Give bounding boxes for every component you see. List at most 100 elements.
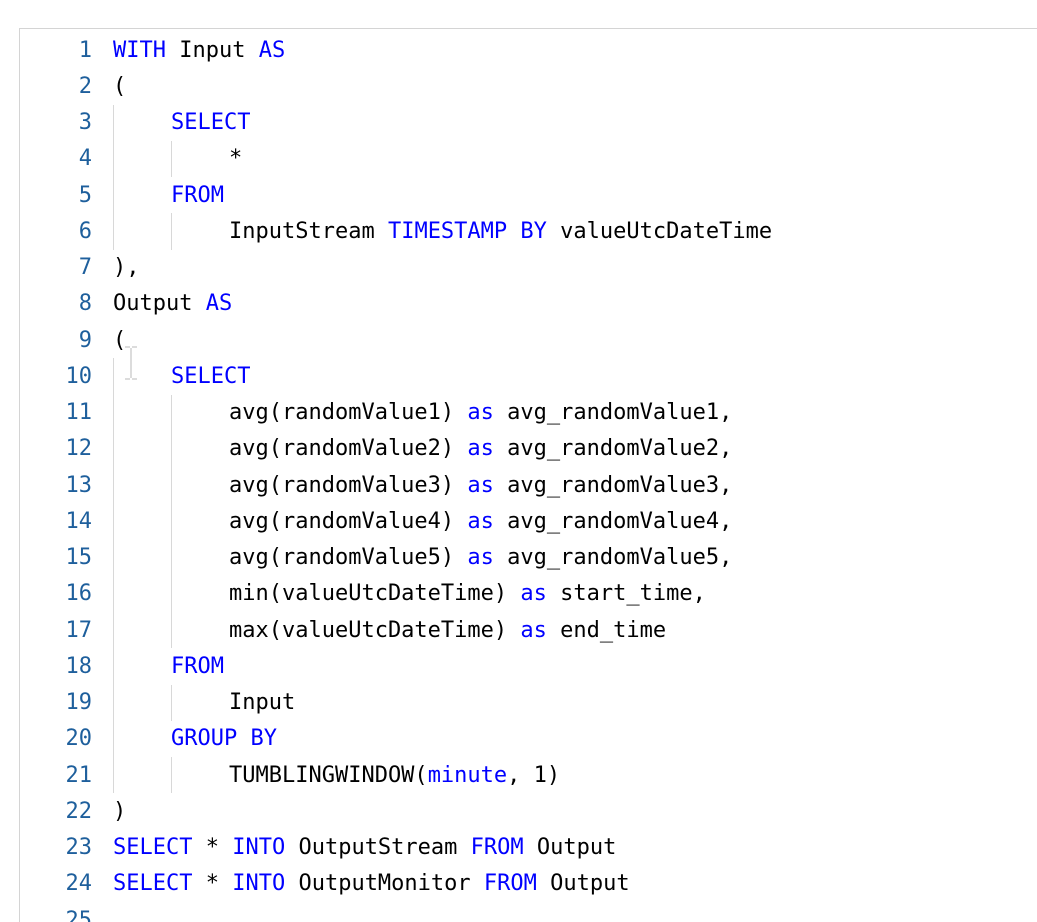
code-token: avg(randomValue5) [229,545,468,571]
line-content[interactable]: Input [113,684,295,721]
line-number: 8 [78,291,92,317]
code-text: SELECT [113,110,250,135]
code-line[interactable]: 25 [20,902,1037,922]
code-line[interactable]: 18 FROM [20,648,1037,684]
line-number: 17 [65,617,93,643]
line-content[interactable]: SELECT * INTO OutputMonitor FROM Output [113,866,630,902]
keyword-token: INTO [232,835,286,861]
keyword-token: BY [250,726,277,752]
code-text: avg(randomValue5) as avg_randomValue5, [113,545,732,570]
line-content[interactable]: avg(randomValue4) as avg_randomValue4, [113,503,732,540]
line-content[interactable]: ), [113,250,140,286]
indent-guide [171,503,172,540]
code-text: ( [113,328,126,353]
line-number: 18 [65,653,93,679]
code-line[interactable]: 1 WITH Input AS [20,32,1037,68]
line-number: 7 [78,255,92,281]
line-content[interactable]: avg(randomValue2) as avg_randomValue2, [113,430,732,467]
code-token: avg_randomValue5, [493,545,733,571]
keyword-token: as [520,581,547,607]
line-content[interactable]: WITH Input AS [113,32,285,68]
line-number: 16 [65,581,93,607]
code-line[interactable]: 23 SELECT * INTO OutputStream FROM Output [20,830,1037,866]
keyword-token: as [467,545,494,571]
code-line[interactable]: 24 SELECT * INTO OutputMonitor FROM Outpu… [20,866,1037,902]
line-content[interactable]: FROM [113,177,224,213]
code-line[interactable]: 4* [20,140,1037,177]
code-line[interactable]: 13 avg(randomValue3) as avg_randomValue3, [20,467,1037,504]
code-line[interactable]: 7), [20,250,1037,286]
line-number: 9 [78,327,92,353]
code-text: Output AS [113,291,232,316]
line-content[interactable]: Output AS [113,286,232,322]
indent-guide [171,539,172,576]
indent-guide [171,757,172,794]
line-content[interactable]: SELECT * INTO OutputStream FROM Output [113,830,616,866]
keyword-token: SELECT [113,871,193,897]
keyword-token: SELECT [113,835,193,861]
keyword-token: as [467,472,494,498]
code-line[interactable]: 17 max(valueUtcDateTime) as end_time [20,612,1037,649]
line-content[interactable]: InputStream TIMESTAMP BY valueUtcDateTim… [113,213,772,250]
line-content[interactable]: ) [113,793,126,829]
i-beam-cursor-icon [125,346,137,380]
code-text: SELECT * INTO OutputMonitor FROM Output [113,871,630,896]
line-number: 21 [65,762,93,788]
code-line[interactable]: 2( [20,68,1037,104]
indent-guide [171,612,172,649]
code-line[interactable]: 16 min(valueUtcDateTime) as start_time, [20,575,1037,612]
line-content[interactable]: avg(randomValue3) as avg_randomValue3, [113,467,732,504]
line-content[interactable]: ( [113,68,126,104]
code-token: Input [165,37,259,63]
line-content[interactable]: avg(randomValue5) as avg_randomValue5, [113,539,732,576]
line-content[interactable]: max(valueUtcDateTime) as end_time [113,612,666,649]
code-line[interactable]: 21 TUMBLINGWINDOW(minute, 1) [20,757,1037,794]
line-content[interactable]: * [113,140,242,177]
code-token: ) [113,798,127,824]
code-line[interactable]: 22) [20,793,1037,829]
line-content[interactable]: SELECT [113,105,250,141]
code-text: SELECT [113,364,250,389]
line-number: 1 [78,37,92,63]
line-number: 23 [65,835,93,861]
line-number: 22 [65,798,93,824]
code-line[interactable]: 8 Output AS [20,286,1037,322]
code-text: min(valueUtcDateTime) as start_time, [113,581,706,606]
code-token: avg(randomValue3) [229,472,468,498]
keyword-token: FROM [470,835,524,861]
line-content[interactable]: min(valueUtcDateTime) as start_time, [113,575,706,612]
line-number: 24 [65,871,93,897]
code-token: avg_randomValue1, [493,400,733,426]
code-line[interactable]: 9( [20,322,1037,358]
keyword-token: BY [520,218,547,244]
code-token: * [192,871,233,897]
code-text: max(valueUtcDateTime) as end_time [113,618,666,643]
keyword-token: FROM [171,182,224,208]
line-content[interactable]: TUMBLINGWINDOW(minute, 1) [113,757,560,794]
keyword-token: INTO [232,871,286,897]
indent-guide [171,575,172,612]
line-content[interactable]: GROUP BY [113,721,277,757]
code-text: WITH Input AS [113,38,285,63]
line-content[interactable]: ( [113,322,126,358]
line-content[interactable]: FROM [113,648,224,684]
line-content[interactable]: SELECT [113,358,250,394]
line-number: 4 [78,146,92,172]
line-number: 13 [65,472,93,498]
code-text: ) [113,799,126,824]
code-text: GROUP BY [113,726,277,751]
keyword-token: AS [258,37,286,63]
line-content[interactable]: avg(randomValue1) as avg_randomValue1, [113,394,733,431]
